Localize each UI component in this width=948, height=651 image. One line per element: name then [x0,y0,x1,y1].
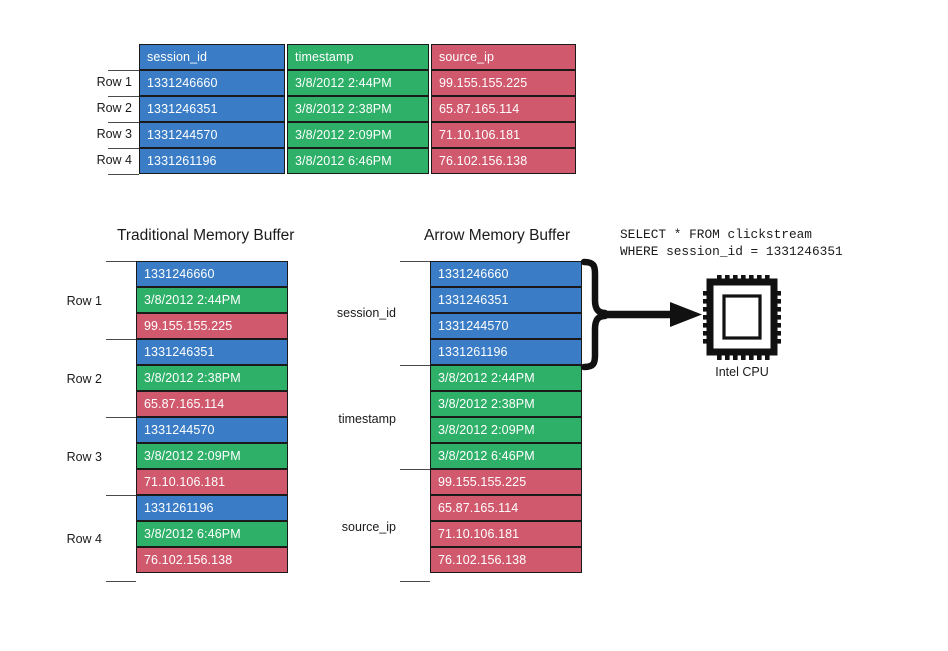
arrow-cell-11: 76.102.156.138 [430,547,582,573]
arrow-cell-5: 3/8/2012 2:38PM [430,391,582,417]
arrow-group-label-session-id: session_id [336,306,396,320]
arrow-tick-0 [400,261,430,262]
arrow-cell-9: 65.87.165.114 [430,495,582,521]
traditional-cell-9: 1331261196 [136,495,288,521]
arrow-cell-2: 1331244570 [430,313,582,339]
traditional-cell-6: 1331244570 [136,417,288,443]
arrow-cell-4: 3/8/2012 2:44PM [430,365,582,391]
table-row-label-4: Row 4 [96,153,132,167]
table-cell-r4-source-ip: 76.102.156.138 [431,148,576,174]
traditional-tick-1 [106,339,136,340]
traditional-cell-0: 1331246660 [136,261,288,287]
table-tick-1 [108,70,139,71]
table-tick-4 [108,148,139,149]
flow-arrow-icon [601,302,702,327]
traditional-cell-7: 3/8/2012 2:09PM [136,443,288,469]
table-cell-r1-timestamp: 3/8/2012 2:44PM [287,70,429,96]
table-cell-r3-timestamp: 3/8/2012 2:09PM [287,122,429,148]
arrow-buffer-title: Arrow Memory Buffer [424,227,571,244]
table-header-timestamp: timestamp [287,44,429,70]
traditional-row-label-2: Row 2 [66,372,102,386]
traditional-row-label-3: Row 3 [66,450,102,464]
arrow-tick-3 [400,581,430,582]
traditional-cell-11: 76.102.156.138 [136,547,288,573]
traditional-cell-10: 3/8/2012 6:46PM [136,521,288,547]
traditional-cell-2: 99.155.155.225 [136,313,288,339]
table-row-label-1: Row 1 [96,75,132,89]
cpu-label: Intel CPU [715,365,769,379]
table-cell-r2-source-ip: 65.87.165.114 [431,96,576,122]
session-id-brace-icon [580,258,609,371]
traditional-tick-4 [106,581,136,582]
table-header-session-id: session_id [139,44,285,70]
arrow-group-label-timestamp: timestamp [338,412,396,426]
traditional-tick-2 [106,417,136,418]
arrow-cell-1: 1331246351 [430,287,582,313]
cpu-chip-icon [703,275,781,360]
table-cell-r1-source-ip: 99.155.155.225 [431,70,576,96]
traditional-buffer-title: Traditional Memory Buffer [117,227,295,244]
table-cell-r1-session-id: 1331246660 [139,70,285,96]
table-cell-r2-timestamp: 3/8/2012 2:38PM [287,96,429,122]
traditional-cell-8: 71.10.106.181 [136,469,288,495]
table-tick-3 [108,122,139,123]
table-header-source-ip: source_ip [431,44,576,70]
traditional-tick-3 [106,495,136,496]
traditional-row-label-4: Row 4 [66,532,102,546]
table-cell-r4-session-id: 1331261196 [139,148,285,174]
traditional-cell-3: 1331246351 [136,339,288,365]
traditional-cell-1: 3/8/2012 2:44PM [136,287,288,313]
sql-query-line-2: WHERE session_id = 1331246351 [620,244,843,259]
arrow-group-label-source-ip: source_ip [341,520,396,534]
traditional-tick-0 [106,261,136,262]
table-tick-bottom [108,174,139,175]
arrow-cell-0: 1331246660 [430,261,582,287]
arrow-cell-6: 3/8/2012 2:09PM [430,417,582,443]
arrow-cell-10: 71.10.106.181 [430,521,582,547]
table-cell-r4-timestamp: 3/8/2012 6:46PM [287,148,429,174]
sql-query-line-1: SELECT * FROM clickstream [620,227,812,242]
traditional-row-label-1: Row 1 [66,294,102,308]
table-row-label-3: Row 3 [96,127,132,141]
arrow-cell-3: 1331261196 [430,339,582,365]
traditional-cell-5: 65.87.165.114 [136,391,288,417]
table-row-label-2: Row 2 [96,101,132,115]
table-cell-r2-session-id: 1331246351 [139,96,285,122]
arrow-tick-1 [400,365,430,366]
table-cell-r3-session-id: 1331244570 [139,122,285,148]
arrow-cell-7: 3/8/2012 6:46PM [430,443,582,469]
arrow-cell-8: 99.155.155.225 [430,469,582,495]
table-cell-r3-source-ip: 71.10.106.181 [431,122,576,148]
arrow-tick-2 [400,469,430,470]
table-tick-2 [108,96,139,97]
traditional-cell-4: 3/8/2012 2:38PM [136,365,288,391]
